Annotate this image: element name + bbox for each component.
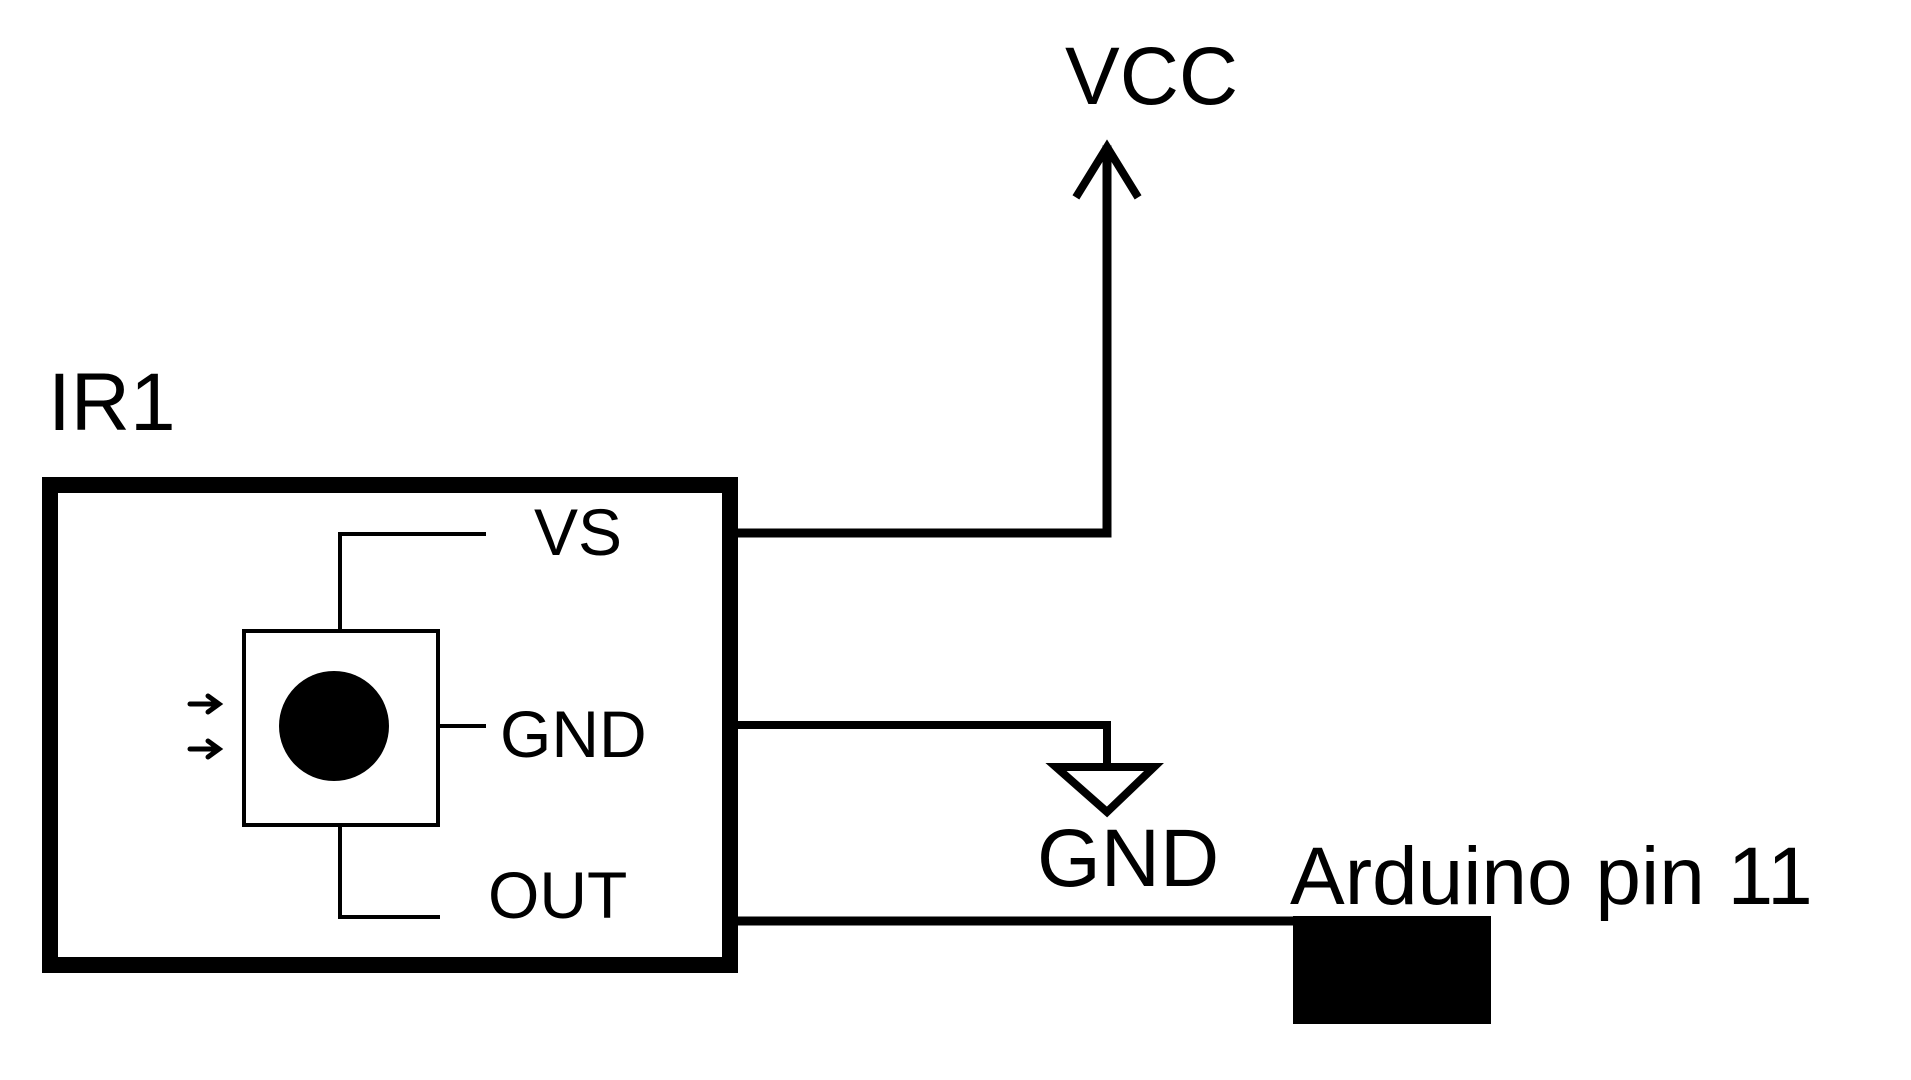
internal-lead-vs xyxy=(338,532,486,633)
ir-light-arrows-icon xyxy=(187,693,224,760)
arduino-pin-label: Arduino pin 11 xyxy=(1290,831,1813,922)
wire-gnd-to-ground xyxy=(734,721,1111,771)
vcc-net-label: VCC xyxy=(1065,31,1238,122)
pin-label-vs: VS xyxy=(534,495,622,569)
pin-label-out: OUT xyxy=(488,858,627,932)
pin-label-gnd: GND xyxy=(500,697,647,771)
internal-lead-out xyxy=(338,823,440,919)
wire-vs-to-vcc xyxy=(733,145,1112,538)
gnd-net-label: GND xyxy=(1037,813,1219,904)
arduino-pin-connector xyxy=(1293,916,1491,1024)
sensor-lens-dot xyxy=(279,671,389,781)
vcc-supply-arrow-icon xyxy=(1072,139,1142,200)
ground-symbol-icon xyxy=(1045,763,1164,818)
component-designator-label: IR1 xyxy=(48,357,176,448)
ir-receiver-body xyxy=(42,477,738,973)
